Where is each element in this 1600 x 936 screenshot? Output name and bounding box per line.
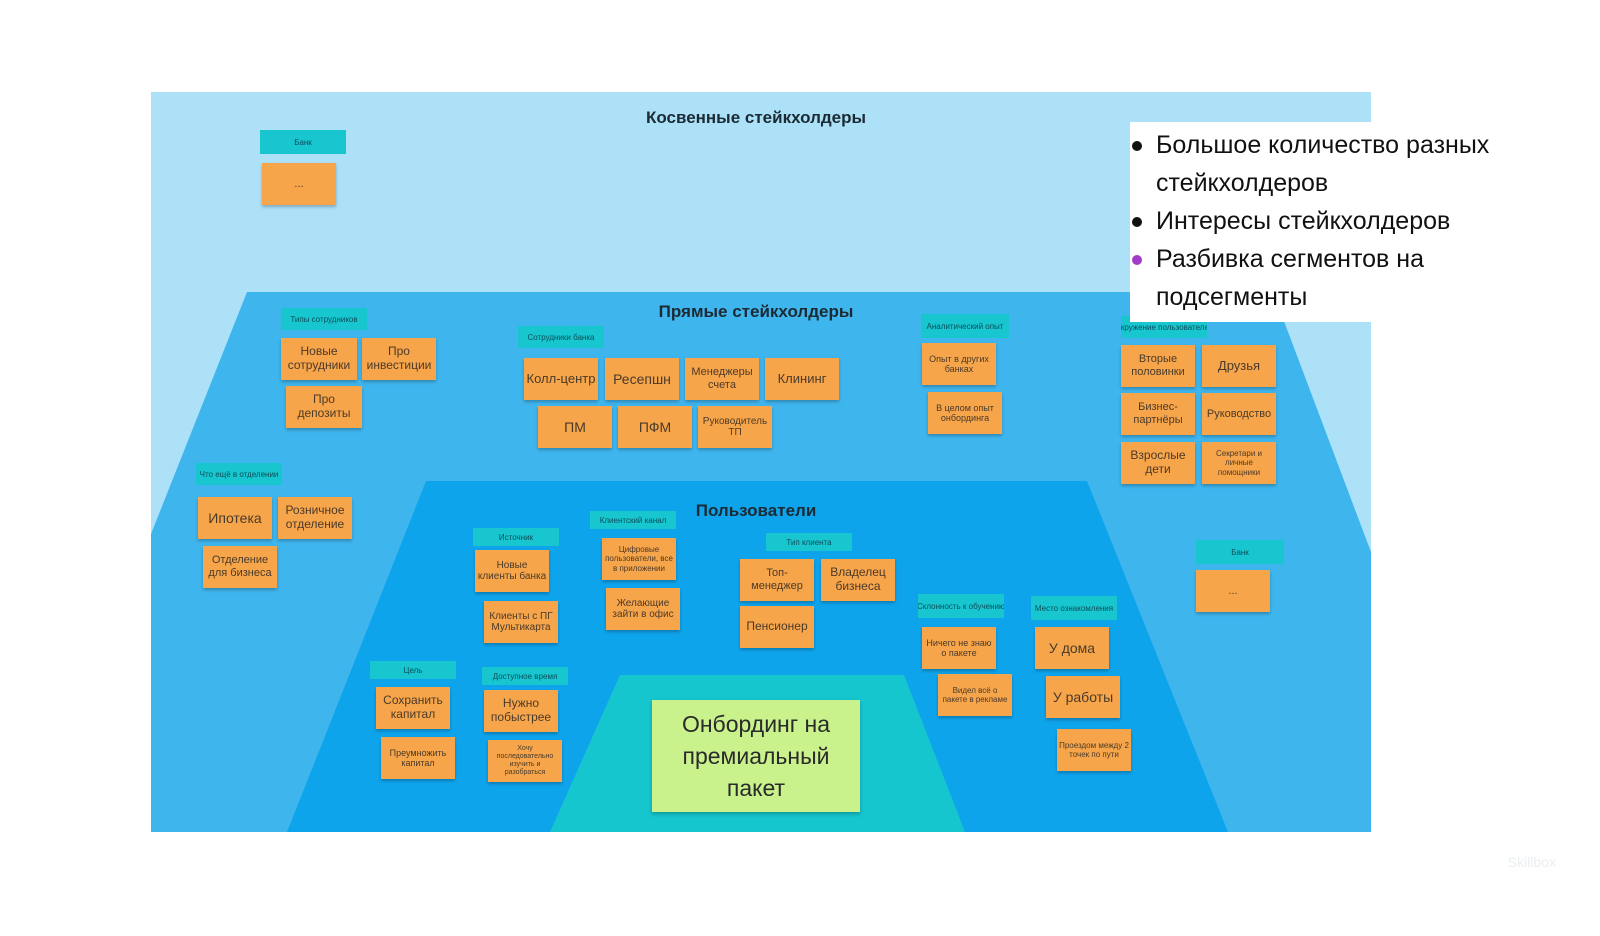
sticky-note[interactable]: Топ-менеджер bbox=[740, 559, 814, 601]
sticky-note[interactable]: Отделение для бизнеса bbox=[203, 546, 277, 588]
sticky-note[interactable]: У работы bbox=[1046, 676, 1120, 718]
key-point-item: Разбивка сегментов на подсегменты bbox=[1130, 240, 1502, 316]
label-tag: Цель bbox=[370, 661, 456, 679]
label-tag: Источник bbox=[473, 528, 559, 546]
sticky-note[interactable]: Ничего не знаю о пакете bbox=[922, 627, 996, 669]
sticky-note[interactable]: ... bbox=[1196, 570, 1270, 612]
sticky-note[interactable]: Про инвестиции bbox=[362, 338, 436, 380]
label-tag: Склонность к обучению bbox=[918, 594, 1004, 618]
sticky-note[interactable]: Сохранить капитал bbox=[376, 687, 450, 729]
indirect-stakeholders-title: Косвенные стейкхолдеры bbox=[645, 108, 867, 127]
label-tag: Доступное время bbox=[482, 667, 568, 685]
sticky-note[interactable]: Ресепшн bbox=[605, 358, 679, 400]
key-point-item: Интересы стейкхолдеров bbox=[1130, 202, 1502, 240]
sticky-note[interactable]: Колл-центр bbox=[524, 358, 598, 400]
key-point-text: Интересы стейкхолдеров bbox=[1156, 207, 1451, 235]
sticky-note[interactable]: ... bbox=[262, 163, 336, 205]
sticky-note[interactable]: Ипотека bbox=[198, 497, 272, 539]
sticky-note[interactable]: Желающие зайти в офис bbox=[606, 588, 680, 630]
sticky-note[interactable]: Розничное отделение bbox=[278, 497, 352, 539]
sticky-note[interactable]: Руководство bbox=[1202, 393, 1276, 435]
key-points-panel: Большое количество разных стейкхолдеров … bbox=[1130, 122, 1502, 322]
label-tag: Аналитический опыт bbox=[921, 314, 1009, 338]
sticky-note[interactable]: Хочу последовательно изучить и разобрать… bbox=[488, 740, 562, 782]
key-points-list: Большое количество разных стейкхолдеров … bbox=[1130, 126, 1502, 316]
users-title: Пользователи bbox=[695, 501, 817, 520]
onboarding-core-note[interactable]: Онбординг на премиальный пакет bbox=[652, 700, 860, 812]
sticky-note[interactable]: Бизнес-партнёры bbox=[1121, 393, 1195, 435]
sticky-note[interactable]: У дома bbox=[1035, 627, 1109, 669]
sticky-note[interactable]: Нужно побыстрее bbox=[484, 690, 558, 732]
label-tag: Банк bbox=[1196, 540, 1284, 564]
label-tag: Клиентский канал bbox=[590, 511, 676, 529]
sticky-note[interactable]: Клиенты с ПГ Мультикарта bbox=[484, 601, 558, 643]
sticky-note[interactable]: Цифровые пользователи, все в приложении bbox=[602, 538, 676, 580]
sticky-note[interactable]: Новые сотрудники bbox=[281, 338, 357, 380]
key-point-text: Большое количество разных стейкхолдеров bbox=[1156, 131, 1490, 197]
label-tag: Место ознакомления bbox=[1031, 596, 1117, 620]
sticky-note[interactable]: Проездом между 2 точек по пути bbox=[1057, 729, 1131, 771]
sticky-note[interactable]: Опыт в других банках bbox=[922, 343, 996, 385]
key-point-text: Разбивка сегментов на подсегменты bbox=[1156, 245, 1424, 311]
direct-stakeholders-title: Прямые стейкхолдеры bbox=[658, 302, 854, 321]
bullet-dot-icon bbox=[1132, 255, 1142, 265]
label-tag: Банк bbox=[260, 130, 346, 154]
watermark-logo: Skillbox bbox=[1507, 854, 1556, 870]
key-point-item: Большое количество разных стейкхолдеров bbox=[1130, 126, 1502, 202]
sticky-note[interactable]: Менеджеры счета bbox=[685, 358, 759, 400]
sticky-note[interactable]: Руководитель ТП bbox=[698, 406, 772, 448]
sticky-note[interactable]: Друзья bbox=[1202, 345, 1276, 387]
bullet-dot-icon bbox=[1132, 141, 1142, 151]
label-tag: Тип клиента bbox=[766, 533, 852, 551]
sticky-note[interactable]: Секретари и личные помощники bbox=[1202, 442, 1276, 484]
label-tag: Сотрудники банка bbox=[518, 326, 604, 348]
sticky-note[interactable]: Клининг bbox=[765, 358, 839, 400]
label-tag: Типы сотрудников bbox=[281, 308, 367, 330]
sticky-note[interactable]: Вторые половинки bbox=[1121, 345, 1195, 387]
label-tag: Что ещё в отделении bbox=[196, 463, 282, 485]
bullet-dot-icon bbox=[1132, 217, 1142, 227]
sticky-note[interactable]: Взрослые дети bbox=[1121, 442, 1195, 484]
sticky-note[interactable]: Видел всё о пакете в рекламе bbox=[938, 674, 1012, 716]
sticky-note[interactable]: Пенсионер bbox=[740, 606, 814, 648]
sticky-note[interactable]: ПФМ bbox=[618, 406, 692, 448]
sticky-note[interactable]: ПМ bbox=[538, 406, 612, 448]
sticky-note[interactable]: Владелец бизнеса bbox=[821, 559, 895, 601]
sticky-note[interactable]: Преумножить капитал bbox=[381, 737, 455, 779]
sticky-note[interactable]: В целом опыт онбординга bbox=[928, 392, 1002, 434]
sticky-note[interactable]: Новые клиенты банка bbox=[475, 550, 549, 592]
sticky-note[interactable]: Про депозиты bbox=[286, 386, 362, 428]
